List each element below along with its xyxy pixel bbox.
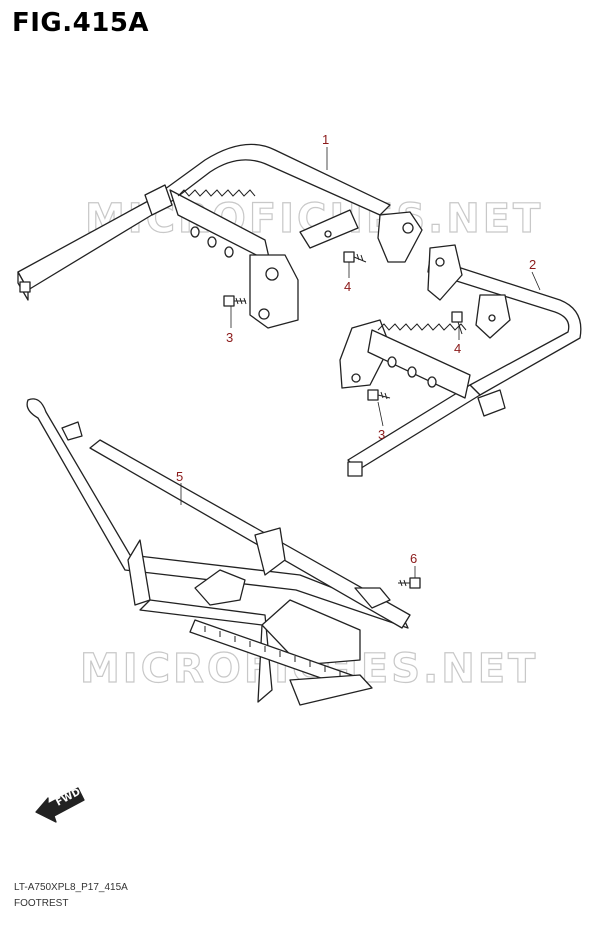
callout-5: 5 <box>176 469 183 484</box>
callout-1: 1 <box>322 132 329 147</box>
figure-code: LT-A750XPL8_P17_415A <box>14 882 128 893</box>
bolt-4-left[interactable] <box>343 251 367 263</box>
figure-title: FIG.415A <box>12 8 150 38</box>
callout-3-right: 3 <box>378 427 385 442</box>
footrest-frame-guard[interactable] <box>26 398 411 706</box>
bolt-4-right[interactable] <box>451 311 463 335</box>
bolt-3-right[interactable] <box>367 389 391 401</box>
callout-4-right: 4 <box>454 341 461 356</box>
callout-4-left: 4 <box>344 279 351 294</box>
figure-name: FOOTREST <box>14 898 69 909</box>
bolt-3-left[interactable] <box>223 295 247 307</box>
bolt-6[interactable] <box>398 577 421 589</box>
footrest-bar-right[interactable] <box>339 244 582 477</box>
callout-6: 6 <box>410 551 417 566</box>
footrest-bar-left[interactable] <box>17 143 423 329</box>
callout-2: 2 <box>529 257 536 272</box>
fwd-arrow-icon: FWD <box>35 787 85 823</box>
callout-3-left: 3 <box>226 330 233 345</box>
